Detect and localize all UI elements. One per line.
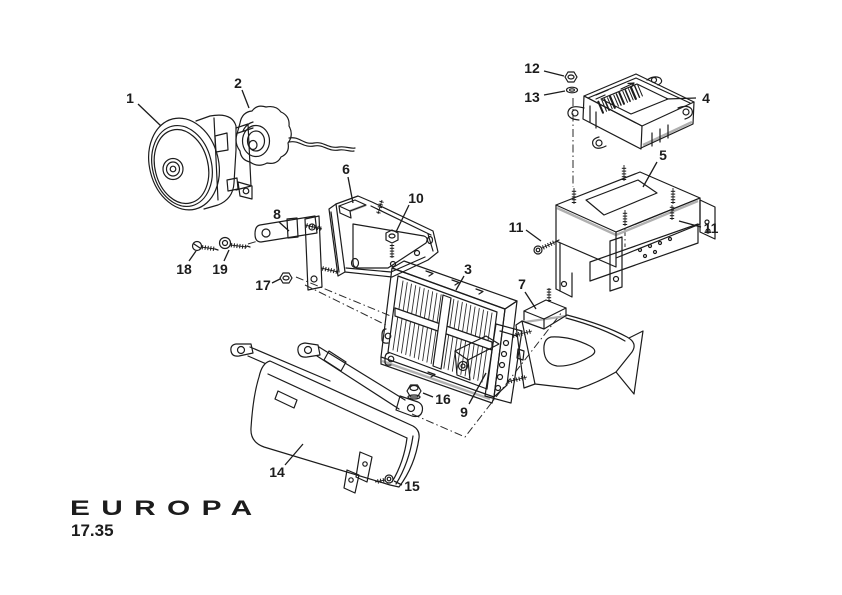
heater-matrix (380, 260, 518, 404)
callout-16-label: 16 (435, 391, 451, 407)
hub (162, 157, 184, 181)
callout-5-label: 5 (659, 147, 667, 163)
callout-19-label: 19 (212, 261, 228, 277)
callout-15-leader (393, 480, 403, 486)
washer-13 (565, 86, 579, 94)
screw-18 (191, 240, 203, 252)
callout-16-leader (422, 392, 434, 398)
callout-1-label: 1 (126, 90, 134, 106)
motor-housing (235, 105, 292, 166)
callout-11-leader (525, 229, 542, 242)
screw-11-left (533, 245, 543, 255)
callout-4-label: 4 (702, 90, 710, 106)
bracket-plate (304, 215, 323, 291)
callout-17-leader (271, 278, 281, 284)
callout-18-leader (188, 250, 197, 262)
callout-14-label: 14 (269, 464, 285, 480)
callout-3-label: 3 (464, 261, 472, 277)
motor-wire (288, 137, 356, 149)
callout-19-leader (223, 249, 230, 262)
threaded-studs (200, 165, 676, 484)
callout-1-leader (137, 103, 162, 127)
callout-8-leader (278, 221, 290, 232)
callout-6-label: 6 (342, 161, 350, 177)
callout-12-label: 12 (524, 60, 540, 76)
callout-13-leader (543, 90, 566, 96)
end-plate (454, 323, 523, 404)
screw-15 (384, 474, 394, 484)
callout-7-leader (524, 291, 537, 310)
nut-16 (406, 384, 422, 398)
callout-18-label: 18 (176, 261, 192, 277)
section-number: 17.35 (71, 521, 114, 540)
callout-11-leader (678, 220, 702, 228)
callout-17-label: 17 (255, 277, 271, 293)
arrow-mark (620, 82, 635, 90)
mounting-bracket-right (515, 299, 644, 395)
ecu-mounting-tray (533, 171, 716, 298)
strap-bracket (230, 342, 424, 418)
bolt-10-head (385, 229, 399, 244)
callout-13-label: 13 (524, 89, 540, 105)
nut-12 (564, 71, 578, 83)
callout-9-label: 9 (460, 404, 468, 420)
callout-2-label: 2 (234, 75, 242, 91)
callout-10-leader (395, 204, 410, 233)
callout-2-leader (241, 89, 250, 109)
callout-3-leader (455, 275, 465, 291)
callout-10-label: 10 (408, 190, 424, 206)
screw-19 (218, 236, 232, 250)
ecu-module (564, 71, 695, 150)
callout-14-leader (284, 443, 304, 466)
europa-logo: EUROPA (70, 497, 264, 520)
callout-12-leader (543, 70, 565, 77)
barcode-label (597, 84, 643, 114)
callout-11-label: 11 (704, 220, 719, 236)
callout-7-label: 7 (518, 276, 526, 292)
callout-8-label: 8 (273, 206, 281, 222)
callout-5-leader (642, 161, 658, 188)
callout-4-leader (665, 97, 697, 100)
callout-15-label: 15 (404, 478, 420, 494)
callout-11-label: 11 (509, 219, 524, 235)
nut-17 (279, 272, 293, 284)
callout-6-leader (347, 176, 354, 204)
callout-9-leader (468, 372, 487, 405)
blower-motor-assembly (148, 105, 356, 211)
mounting-bracket-left (328, 195, 439, 278)
